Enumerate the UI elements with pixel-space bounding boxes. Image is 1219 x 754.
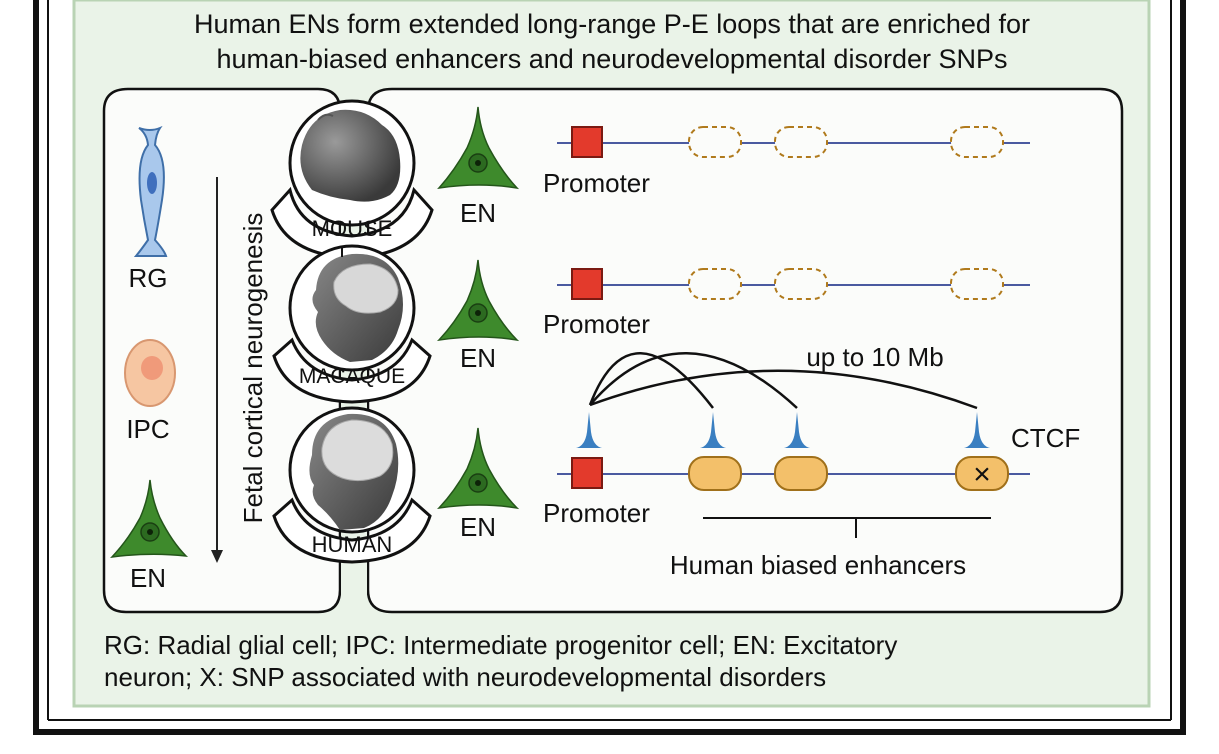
en-label-left: EN bbox=[130, 563, 166, 593]
enhancer-bracket bbox=[703, 517, 991, 538]
mouse-label: MOUSE bbox=[312, 216, 393, 241]
snp-mark: × bbox=[973, 458, 991, 491]
neurogenesis-axis-label: Fetal cortical neurogenesis bbox=[238, 213, 268, 524]
rg-label: RG bbox=[129, 263, 168, 293]
legend-line-1: RG: Radial glial cell; IPC: Intermediate… bbox=[104, 630, 897, 660]
mouse-dna-track bbox=[557, 126, 1030, 158]
promoter-label-macaque: Promoter bbox=[543, 309, 650, 339]
macaque-label: MACAQUE bbox=[299, 365, 405, 388]
human-species-badge bbox=[272, 406, 432, 564]
title-line-1: Human ENs form extended long-range P-E l… bbox=[194, 9, 1030, 39]
ipc-label: IPC bbox=[126, 414, 169, 444]
radial-glia-cell-icon bbox=[133, 125, 168, 257]
promoter-label-human: Promoter bbox=[543, 498, 650, 528]
en-neuron-macaque-icon bbox=[436, 259, 520, 342]
macaque-species-badge bbox=[272, 244, 432, 404]
enhancer-group-label: Human biased enhancers bbox=[670, 550, 966, 580]
human-dna-track bbox=[557, 456, 1030, 491]
ctcf-peaks bbox=[576, 412, 990, 448]
promoter-label-mouse: Promoter bbox=[543, 168, 650, 198]
en-neuron-mouse-icon bbox=[437, 106, 520, 190]
human-loops bbox=[588, 352, 978, 410]
en-label-human: EN bbox=[460, 512, 496, 542]
en-neuron-human-icon bbox=[436, 427, 520, 510]
distance-label: up to 10 Mb bbox=[806, 342, 943, 372]
ipc-cell-icon bbox=[124, 339, 176, 407]
excitatory-neuron-icon bbox=[110, 479, 189, 559]
legend-line-2: neuron; X: SNP associated with neurodeve… bbox=[104, 662, 826, 692]
neurogenesis-arrow bbox=[211, 177, 223, 563]
mouse-species-badge bbox=[270, 99, 434, 260]
human-label: HUMAN bbox=[312, 532, 393, 557]
en-label-mouse: EN bbox=[460, 198, 496, 228]
ctcf-label: CTCF bbox=[1011, 423, 1080, 453]
macaque-dna-track bbox=[557, 268, 1030, 300]
title-line-2: human-biased enhancers and neurodevelopm… bbox=[217, 44, 1008, 74]
en-label-macaque: EN bbox=[460, 343, 496, 373]
